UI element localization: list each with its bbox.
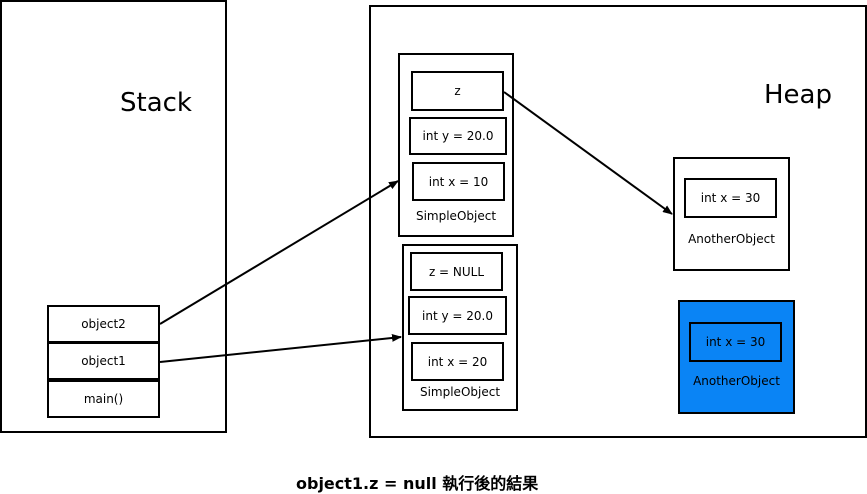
field-int-y: int y = 20.0 (408, 296, 507, 335)
arrow-object2-to-simple-object-1 (159, 180, 399, 325)
simple-object-1-class-label: SimpleObject (415, 209, 497, 223)
field-int-x: int x = 10 (412, 162, 505, 201)
arrow-object1-to-simple-object-2 (159, 333, 402, 363)
field-z: z (411, 71, 504, 111)
field-z-null: z = NULL (410, 252, 503, 291)
diagram-caption: object1.z = null 執行後的結果 (296, 474, 539, 493)
stack-title: Stack (120, 88, 192, 118)
heap-title: Heap (764, 80, 832, 110)
field-int-x: int x = 30 (689, 322, 782, 362)
field-int-x: int x = 30 (684, 178, 777, 218)
another-object-class-label: AnotherObject (688, 232, 775, 246)
stack-frame-main: main() (47, 380, 160, 418)
field-int-y: int y = 20.0 (409, 117, 507, 155)
simple-object-2-class-label: SimpleObject (419, 385, 501, 399)
another-object-highlighted-class-label: AnotherObject (693, 374, 780, 388)
stack-frame-object1: object1 (47, 342, 160, 380)
field-int-x: int x = 20 (411, 342, 504, 381)
arrow-z-to-another-object (503, 91, 673, 215)
